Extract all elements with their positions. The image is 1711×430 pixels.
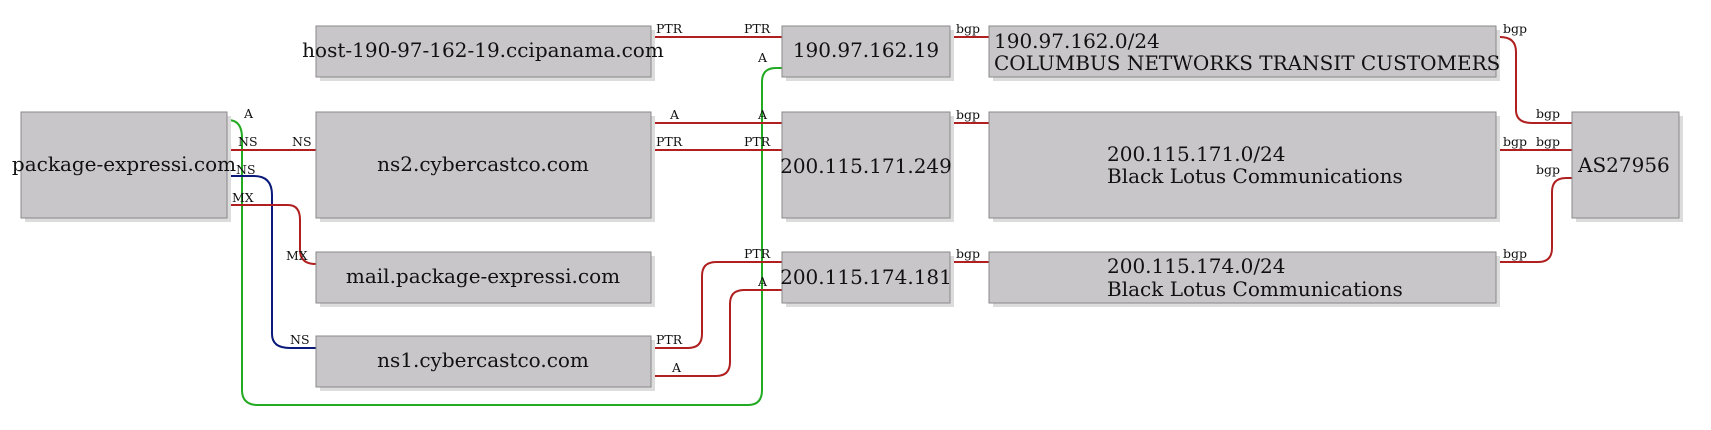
node-asn[interactable]: AS27956 (1571, 111, 1683, 222)
edge-label-a-ip2: A (757, 107, 768, 122)
edge-bgp-net3-asn (1500, 177, 1572, 263)
edge-a-domain-ip1 (227, 67, 782, 406)
edge-label-bgp-asn-1: bgp (1536, 106, 1560, 121)
edge-label-ns-ns1: NS (290, 332, 310, 347)
edge-label-ptr-ns1: PTR (656, 332, 683, 347)
node-net2-prefix: 200.115.171.0/24 (1107, 142, 1286, 166)
node-net2[interactable]: 200.115.171.0/24 Black Lotus Communicati… (988, 111, 1500, 222)
edge-label-ptr-ip1: PTR (744, 21, 771, 36)
node-net3-owner: Black Lotus Communications (1107, 277, 1403, 301)
node-net1[interactable]: 190.97.162.0/24 COLUMBUS NETWORKS TRANSI… (988, 25, 1500, 81)
edge-label-a-ip1: A (757, 50, 768, 65)
node-ip3-label: 200.115.174.181 (780, 265, 952, 289)
node-ns2-label: ns2.cybercastco.com (377, 152, 589, 176)
node-domain-label: package-expressi.com (12, 152, 236, 176)
node-ip2-label: 200.115.171.249 (780, 154, 952, 178)
edge-label-ptr-ns2: PTR (656, 134, 683, 149)
edge-label-bgp-net3: bgp (1503, 246, 1527, 261)
edge-label-bgp-net2: bgp (1503, 134, 1527, 149)
node-net3-prefix: 200.115.174.0/24 (1107, 254, 1286, 278)
edge-label-ptr-ip2: PTR (744, 134, 771, 149)
node-mail[interactable]: mail.package-expressi.com (315, 251, 655, 307)
edge-label-a-ns2: A (669, 107, 680, 122)
node-ns1[interactable]: ns1.cybercastco.com (315, 335, 655, 391)
node-ns1-label: ns1.cybercastco.com (377, 348, 589, 372)
node-host-ptr-label: host-190-97-162-19.ccipanama.com (302, 38, 664, 62)
edge-label-bgp-asn-2: bgp (1536, 134, 1560, 149)
node-ns2[interactable]: ns2.cybercastco.com (315, 111, 655, 222)
edge-label-ptr-ip3: PTR (744, 246, 771, 261)
edge-label-ns-domain-1: NS (238, 134, 258, 149)
edges (227, 36, 1572, 406)
edge-label-a-domain: A (243, 106, 254, 121)
edge-label-bgp-net1: bgp (1503, 21, 1527, 36)
node-host-ptr[interactable]: host-190-97-162-19.ccipanama.com (302, 25, 664, 81)
edge-ns-domain-ns1 (228, 175, 316, 349)
edge-a-ns1-ip3 (655, 289, 782, 377)
node-asn-label: AS27956 (1577, 153, 1670, 177)
edge-ptr-ns1-ip3 (655, 261, 782, 349)
nodes: package-expressi.com host-190-97-162-19.… (12, 25, 1683, 391)
edge-mx-domain-mail (228, 204, 317, 265)
edge-label-mx-mail: MX (286, 248, 308, 263)
edge-label-a-ns1: A (671, 360, 682, 375)
edge-label-bgp-ip3: bgp (956, 246, 980, 261)
edge-label-ns-domain-2: NS (236, 162, 256, 177)
node-ip2[interactable]: 200.115.171.249 (780, 111, 954, 222)
edge-label-a-ip3: A (757, 274, 768, 289)
edge-label-ptr-host: PTR (656, 21, 683, 36)
node-net1-prefix: 190.97.162.0/24 (994, 29, 1160, 53)
edge-label-mx-domain: MX (232, 190, 254, 205)
edge-label-bgp-asn-3: bgp (1536, 162, 1560, 177)
node-ip1[interactable]: 190.97.162.19 (781, 25, 954, 81)
node-ip3[interactable]: 200.115.174.181 (780, 251, 954, 307)
edge-label-ns-ns2: NS (292, 134, 312, 149)
node-mail-label: mail.package-expressi.com (346, 264, 620, 288)
node-net3[interactable]: 200.115.174.0/24 Black Lotus Communicati… (988, 251, 1500, 307)
node-net2-owner: Black Lotus Communications (1107, 164, 1403, 188)
edge-label-bgp-ip2: bgp (956, 107, 980, 122)
edge-label-bgp-ip1: bgp (956, 21, 980, 36)
edge-bgp-net1-asn (1499, 36, 1572, 124)
node-ip1-label: 190.97.162.19 (793, 38, 939, 62)
node-domain[interactable]: package-expressi.com (12, 111, 236, 222)
edge-labels: A NS NS NS MX MX NS PTR PTR A A A PTR PT… (232, 21, 1560, 375)
node-net1-owner: COLUMBUS NETWORKS TRANSIT CUSTOMERS (994, 51, 1500, 75)
